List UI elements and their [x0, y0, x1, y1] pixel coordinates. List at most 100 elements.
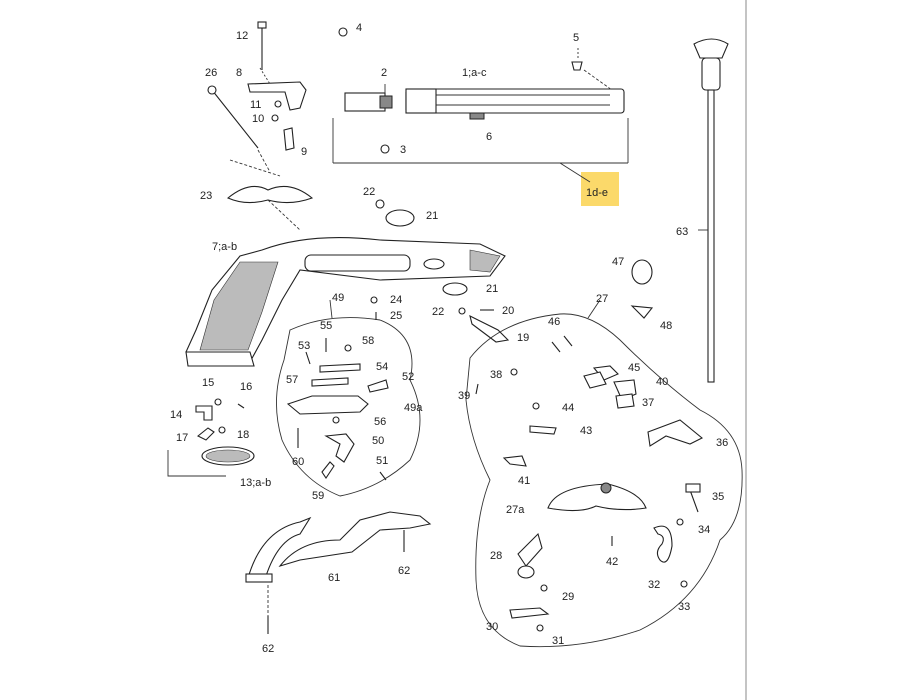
clip-17 [196, 427, 215, 441]
label-2: 2 [381, 67, 387, 79]
label-46: 46 [548, 316, 560, 328]
hammer-28 [517, 532, 543, 567]
label-37: 37 [642, 397, 654, 409]
label-59: 59 [312, 490, 324, 502]
label-54: 54 [376, 361, 388, 373]
label-47: 47 [612, 256, 624, 268]
side-escutcheon [423, 258, 445, 270]
label-5: 5 [573, 32, 579, 44]
bar-57 [311, 377, 349, 387]
label-15: 15 [202, 377, 214, 389]
label-21a: 21 [426, 210, 438, 222]
pin-46a [551, 341, 561, 353]
pin-53 [305, 351, 311, 365]
label-48: 48 [660, 320, 672, 332]
ramrod-head [701, 57, 721, 91]
label-27a: 27a [506, 504, 525, 516]
lock-outline-49 [276, 317, 421, 497]
label-35: 35 [712, 491, 724, 503]
label-11: 11 [250, 99, 261, 111]
part-37 [615, 393, 635, 409]
label-40: 40 [656, 376, 668, 388]
label-12: 12 [236, 30, 248, 42]
bridle-59 [321, 461, 335, 479]
pin-16 [237, 403, 245, 409]
pin-51 [379, 471, 387, 481]
label-42: 42 [606, 556, 618, 568]
pin-46b [563, 335, 573, 347]
label-8: 8 [236, 67, 242, 79]
label-60: 60 [292, 456, 304, 468]
label-22a: 22 [363, 186, 375, 198]
bar-54 [319, 363, 361, 373]
screw-58 [344, 344, 352, 352]
label-49: 49 [332, 292, 344, 304]
barrel [405, 88, 625, 114]
label-14: 14 [170, 409, 182, 421]
label-6: 6 [486, 131, 492, 143]
label-34: 34 [698, 524, 710, 536]
label-26: 26 [205, 67, 217, 79]
washer-47 [631, 259, 653, 285]
escutcheon-21a [385, 209, 415, 227]
escutcheon-21b [442, 282, 468, 296]
mainspring-36 [647, 419, 704, 447]
label-4: 4 [356, 22, 362, 34]
screw-56 [332, 416, 340, 424]
label-44: 44 [562, 402, 574, 414]
label-16: 16 [240, 381, 252, 393]
hammer-28-body [517, 565, 535, 579]
label-39: 39 [458, 390, 470, 402]
label-55: 55 [320, 320, 332, 332]
screw-4 [338, 27, 348, 37]
part-40a [583, 371, 607, 389]
guard-plate-23 [226, 185, 314, 204]
label-56: 56 [374, 416, 386, 428]
forend-checkering [469, 249, 501, 273]
hammer-group [207, 21, 307, 177]
sear-52 [367, 379, 389, 393]
lock-plate-27a-screw [600, 482, 612, 494]
barrel-breech [405, 88, 437, 114]
label-20: 20 [502, 305, 514, 317]
label-43: 43 [580, 425, 592, 437]
spring-9 [283, 127, 295, 151]
barrel-lug [469, 112, 485, 120]
breech-plug [344, 92, 386, 112]
screw-33 [680, 580, 688, 588]
label-24: 24 [390, 294, 402, 306]
label-52: 52 [402, 371, 414, 383]
label-62a: 62 [398, 565, 410, 577]
ramrod-63 [693, 38, 729, 383]
ramrod-thimble-19 [469, 314, 510, 343]
spring-32 [653, 525, 673, 563]
label-30: 30 [486, 621, 498, 633]
rod-26-head [207, 85, 217, 95]
lock-group-49 [276, 296, 421, 497]
screw-15 [214, 398, 222, 406]
labels: 1;a-c 2 3 4 5 6 1d-e 7;a-b 8 9 10 11 12 … [170, 22, 728, 655]
label-22b: 22 [432, 306, 444, 318]
screw-10 [271, 114, 279, 122]
label-3: 3 [400, 144, 406, 156]
screw-35 [689, 489, 699, 513]
guard-body [278, 511, 432, 568]
label-21b: 21 [486, 283, 498, 295]
butt-cap [185, 351, 255, 367]
label-27: 27 [596, 293, 608, 305]
screw-38 [510, 368, 518, 376]
label-36: 36 [716, 437, 728, 449]
label-32: 32 [648, 579, 660, 591]
label-17: 17 [176, 432, 188, 444]
rod-26 [211, 89, 259, 149]
spring-43 [529, 425, 557, 435]
stock-checkering [199, 261, 279, 351]
lock-plate-49a [286, 395, 369, 415]
lock-plate-recess [304, 254, 411, 272]
lock-plate-27a [547, 483, 647, 512]
label-51: 51 [376, 455, 388, 467]
label-1d-e: 1d-e [586, 187, 608, 199]
label-49a: 49a [404, 402, 423, 414]
breech-plug-thread [379, 95, 393, 109]
